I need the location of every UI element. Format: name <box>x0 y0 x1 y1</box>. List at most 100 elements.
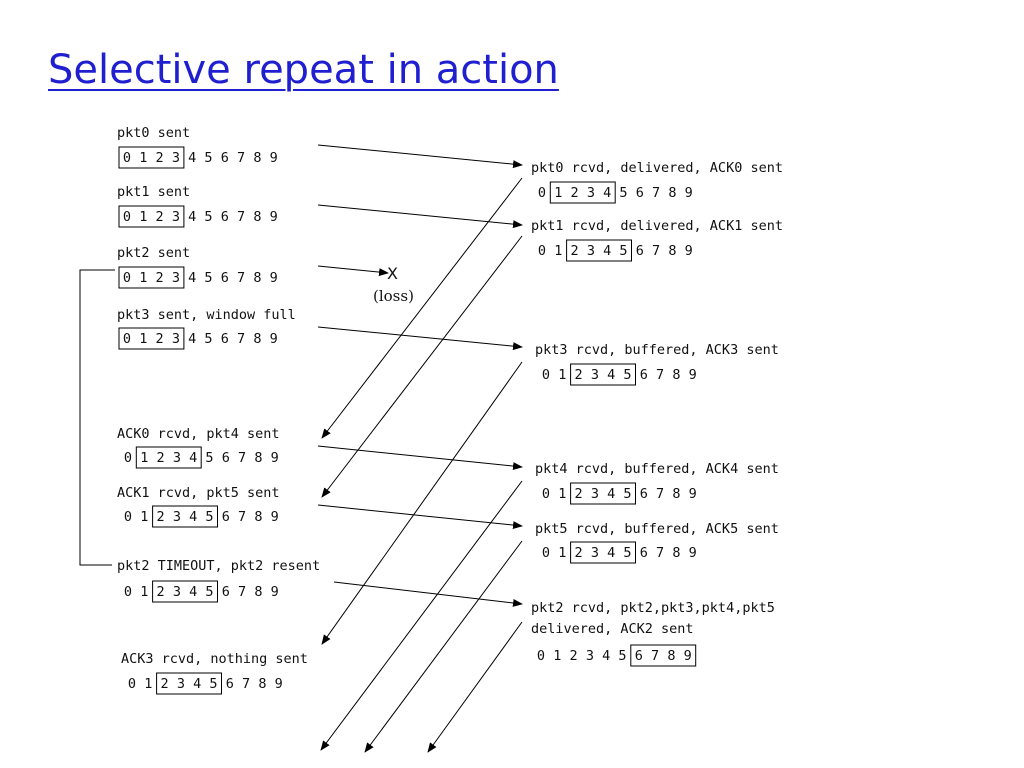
seq-number: 0 <box>124 450 132 466</box>
seq-number: 8 <box>253 209 261 225</box>
packet-arrow <box>333 581 523 607</box>
seq-number: 2 <box>156 209 164 225</box>
sender-event-label: pkt1 sent <box>117 184 190 200</box>
seq-number: 3 <box>587 243 595 259</box>
seq-number: 5 <box>623 367 631 383</box>
seq-number: 9 <box>689 486 697 502</box>
window-box <box>549 181 616 204</box>
seq-number: 4 <box>189 450 197 466</box>
seq-number: 4 <box>188 270 196 286</box>
seq-number: 7 <box>652 243 660 259</box>
sender-event-label: pkt2 sent <box>117 245 190 261</box>
packet-arrow <box>317 326 523 351</box>
seq-number: 0 <box>538 243 546 259</box>
seq-number: 8 <box>254 509 262 525</box>
seq-number: 1 <box>139 270 147 286</box>
seq-number: 0 <box>537 648 545 664</box>
seq-number: 7 <box>237 150 245 166</box>
seq-number: 8 <box>258 676 266 692</box>
seq-number: 1 <box>139 150 147 166</box>
seq-number: 4 <box>602 648 610 664</box>
window-box <box>566 239 632 262</box>
seq-number: 5 <box>204 270 212 286</box>
seq-number: 6 <box>222 450 230 466</box>
seq-number: 5 <box>623 486 631 502</box>
seq-number: 0 <box>123 331 131 347</box>
receiver-event-label: delivered, ACK2 sent <box>531 621 694 637</box>
seq-number: 4 <box>607 367 615 383</box>
seq-number: 7 <box>652 185 660 201</box>
seq-number: 0 <box>128 676 136 692</box>
seq-number: 6 <box>636 185 644 201</box>
seq-number: 5 <box>204 331 212 347</box>
seq-number: 7 <box>651 648 659 664</box>
seq-number: 7 <box>238 584 246 600</box>
seq-number: 7 <box>238 450 246 466</box>
page-title: Selective repeat in action <box>48 47 559 93</box>
seq-number: 3 <box>173 584 181 600</box>
seq-number: 3 <box>173 509 181 525</box>
seq-number: 1 <box>558 486 566 502</box>
sender-event-label: ACK0 rcvd, pkt4 sent <box>117 426 280 442</box>
packet-arrow <box>317 445 523 471</box>
seq-number: 3 <box>586 648 594 664</box>
seq-number: 8 <box>668 243 676 259</box>
seq-number: 9 <box>271 450 279 466</box>
seq-number: 3 <box>172 270 180 286</box>
seq-number: 8 <box>672 545 680 561</box>
seq-number: 9 <box>270 270 278 286</box>
seq-number: 1 <box>140 584 148 600</box>
receiver-event-label: pkt1 rcvd, delivered, ACK1 sent <box>531 218 783 234</box>
seq-number: 2 <box>156 270 164 286</box>
seq-number: 9 <box>275 676 283 692</box>
seq-number: 2 <box>575 545 583 561</box>
seq-number: 9 <box>271 509 279 525</box>
loss-label: (loss) <box>373 287 414 305</box>
window-box <box>570 482 636 505</box>
packet-arrow <box>317 144 523 169</box>
sender-event-label: pkt2 TIMEOUT, pkt2 resent <box>117 558 320 574</box>
seq-number: 3 <box>591 486 599 502</box>
seq-number: 1 <box>140 450 148 466</box>
seq-number: 5 <box>619 243 627 259</box>
packet-arrow <box>317 265 389 277</box>
seq-number: 2 <box>157 584 165 600</box>
sender-event-label: pkt3 sent, window full <box>117 307 296 323</box>
seq-number: 0 <box>124 509 132 525</box>
seq-number: 7 <box>237 331 245 347</box>
ack-arrow <box>321 177 523 439</box>
seq-number: 9 <box>685 185 693 201</box>
seq-number: 2 <box>156 150 164 166</box>
seq-number: 6 <box>222 584 230 600</box>
seq-number: 0 <box>542 545 550 561</box>
seq-number: 0 <box>542 486 550 502</box>
seq-number: 2 <box>157 450 165 466</box>
seq-number: 4 <box>603 243 611 259</box>
seq-number: 4 <box>188 331 196 347</box>
window-box <box>152 580 219 603</box>
packet-arrow <box>317 204 523 229</box>
seq-number: 9 <box>689 545 697 561</box>
seq-number: 9 <box>684 648 692 664</box>
seq-number: 9 <box>271 584 279 600</box>
seq-number: 2 <box>157 509 165 525</box>
seq-number: 8 <box>672 367 680 383</box>
receiver-event-label: pkt5 rcvd, buffered, ACK5 sent <box>535 521 779 537</box>
seq-number: 7 <box>237 270 245 286</box>
seq-number: 2 <box>575 367 583 383</box>
seq-number: 1 <box>139 209 147 225</box>
seq-number: 6 <box>640 367 648 383</box>
seq-number: 3 <box>177 676 185 692</box>
sender-event-label: ACK1 rcvd, pkt5 sent <box>117 485 280 501</box>
window-box <box>570 363 636 386</box>
window-box <box>570 541 636 564</box>
seq-number: 2 <box>571 185 579 201</box>
window-box <box>118 205 185 228</box>
seq-number: 6 <box>635 648 643 664</box>
